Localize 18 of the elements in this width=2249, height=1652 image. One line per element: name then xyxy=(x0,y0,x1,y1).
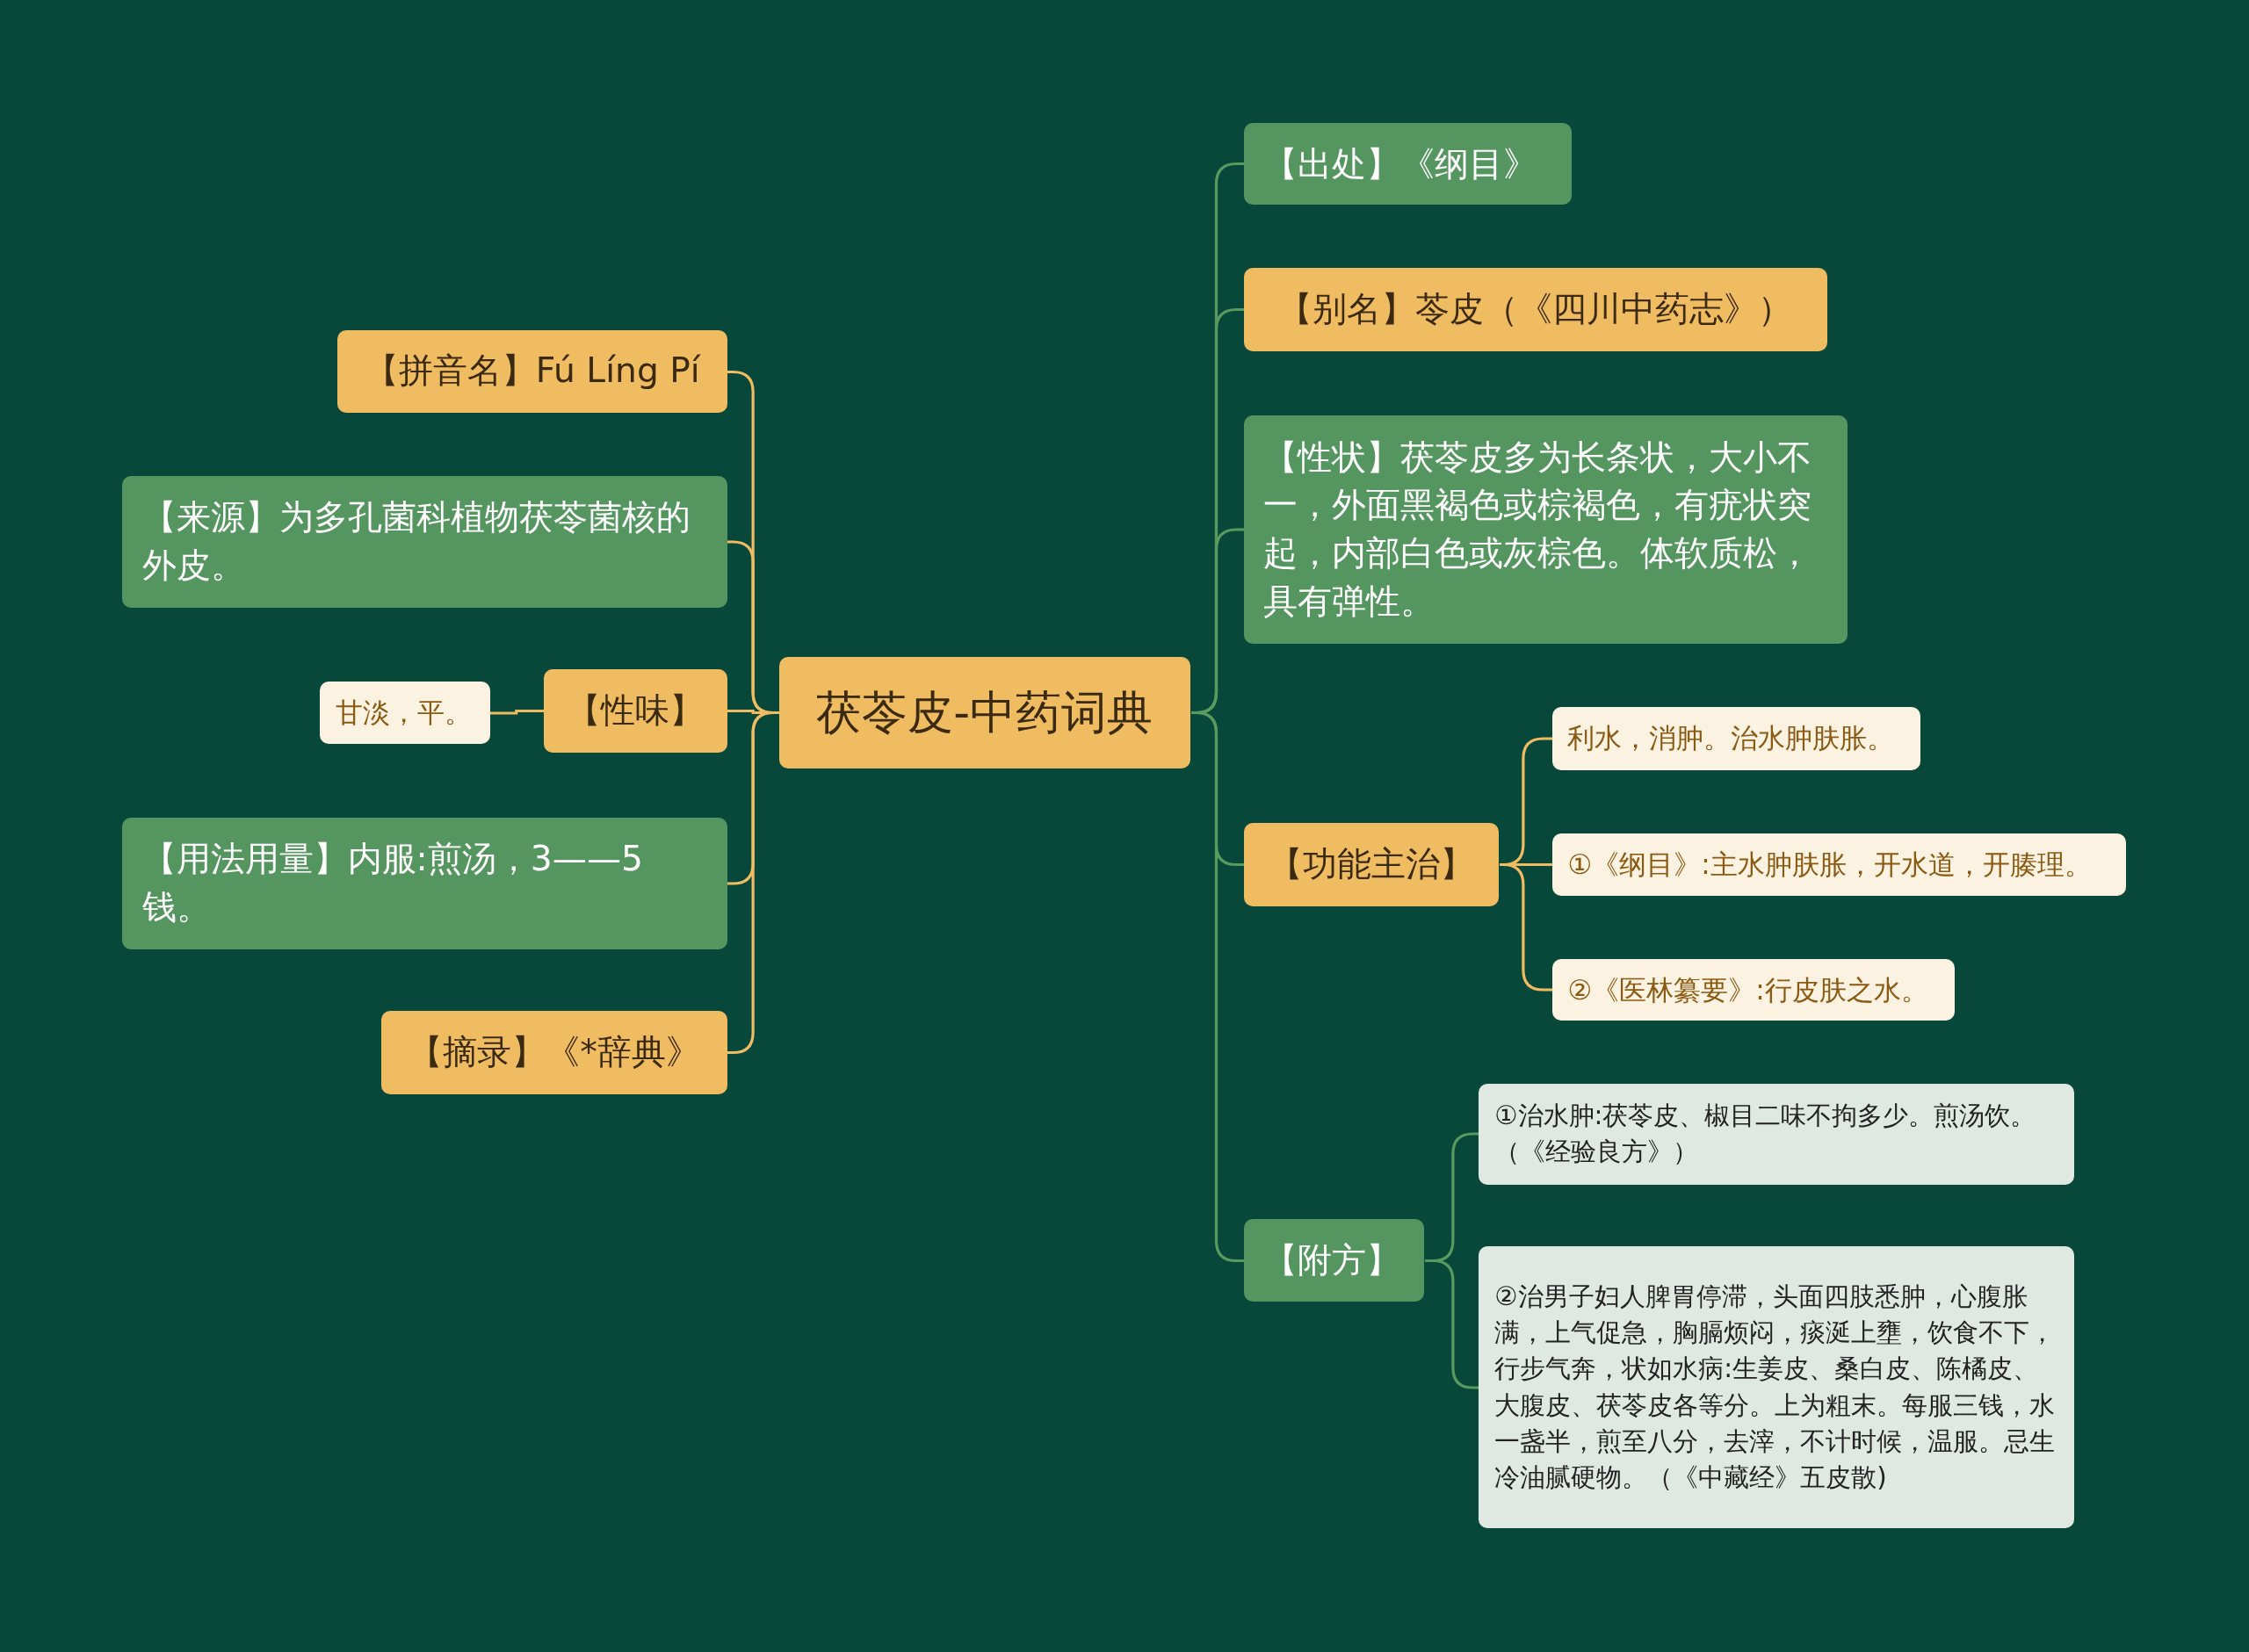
topic-box: 【功能主治】 xyxy=(1243,823,1500,906)
subtopic-box: 利水，消肿。治水肿肤胀。 xyxy=(1551,706,1921,770)
topic-box: 【摘录】《*辞典》 xyxy=(381,1011,727,1094)
subtopic-box: ②《医林纂要》:行皮肤之水。 xyxy=(1551,959,1956,1021)
topic-box: 【来源】为多孔菌科植物茯苓菌核的外皮。 xyxy=(121,476,727,609)
topic-box: 【附方】 xyxy=(1243,1218,1425,1302)
connector-line xyxy=(490,709,544,715)
central-topic-box: 茯苓皮-中药词典 xyxy=(778,656,1191,769)
topic-box: 【用法用量】内服:煎汤，3——5钱。 xyxy=(121,817,727,949)
subtopic-box: ①治水肿:茯苓皮、椒目二味不拘多少。煎汤饮。（《经验良方》） xyxy=(1479,1084,2074,1185)
subtopic-box: 甘淡，平。 xyxy=(320,681,491,745)
topic-box: 【性状】茯苓皮多为长条状，大小不一，外面黑褐色或棕褐色，有疣状突起，内部白色或灰棕色。体软质松，具有弹性。 xyxy=(1243,415,1848,645)
topic-box: 【性味】 xyxy=(543,669,727,754)
subtopic-box: ②治男子妇人脾胃停滞，头面四肢悉肿，心腹胀满，上气促急，胸膈烦闷，痰涎上壅，饮食不下，行步气奔，状如水病:生姜皮、桑白皮、陈橘皮、大腹皮、茯苓皮各等分。上为粗末。每服三钱，水一盏半，煎至八分，去滓，不计时候，温服。忌生冷油腻硬物。（《中藏经》五皮散) xyxy=(1479,1245,2074,1529)
topic-box: 【拼音名】Fú Líng Pí xyxy=(336,329,727,414)
subtopic-box: ①《纲目》:主水肿肤胀，开水道，开腠理。 xyxy=(1551,833,2126,897)
topic-box: 【出处】《纲目》 xyxy=(1243,123,1573,206)
topic-box: 【别名】苓皮（《四川中药志》） xyxy=(1243,268,1827,351)
